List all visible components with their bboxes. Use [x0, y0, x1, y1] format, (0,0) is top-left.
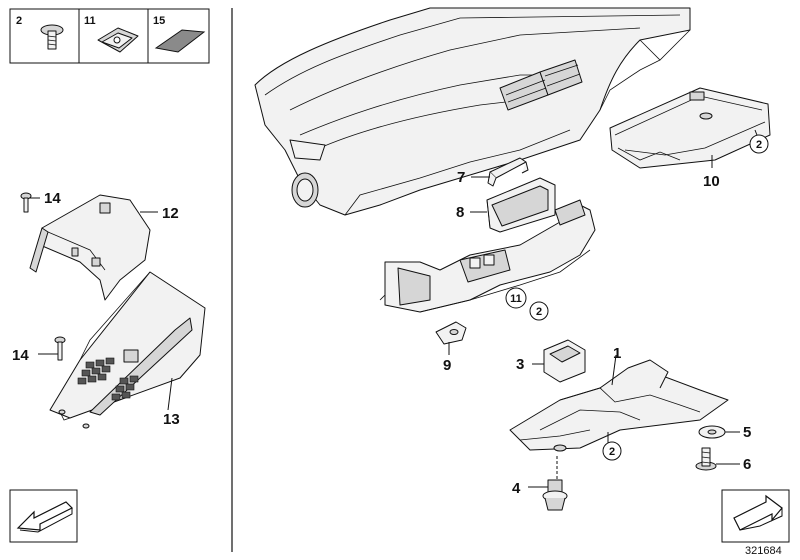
- glovebox-panel-drawing: [609, 87, 771, 169]
- callout-14-lower: 14: [12, 347, 29, 364]
- svg-text:11: 11: [510, 293, 522, 305]
- screw-icon: [40, 24, 64, 50]
- circled-ref-2-tray: 2: [602, 441, 622, 461]
- direction-arrow-right-box: [721, 489, 790, 543]
- lower-cover-part-13: [49, 271, 206, 429]
- leader-lines: [29, 129, 761, 488]
- lower-dash-trim-drawing: [379, 199, 596, 313]
- callout-14-upper: 14: [44, 190, 61, 207]
- callout-12: 12: [162, 205, 179, 222]
- callout-7: 7: [457, 169, 465, 186]
- screw-part-6: [695, 447, 717, 471]
- screw-part-14-upper: [20, 192, 32, 213]
- socket-part-3: [543, 339, 586, 383]
- callout-5: 5: [743, 424, 751, 441]
- callout-8: 8: [456, 204, 464, 221]
- clip-part-9: [435, 321, 467, 345]
- callout-9: 9: [443, 357, 451, 374]
- floor-tray-part-1: [509, 359, 729, 452]
- circled-ref-11-trim: 11: [505, 287, 527, 309]
- svg-text:2: 2: [609, 446, 615, 458]
- callout-4: 4: [512, 480, 521, 497]
- screw-part-14-lower: [54, 336, 66, 361]
- foam-pad-icon: [154, 29, 206, 53]
- strip-part-7: [487, 157, 529, 187]
- direction-arrow-left-box: [9, 489, 78, 543]
- callout-6: 6: [743, 456, 751, 473]
- washer-part-5: [698, 425, 726, 439]
- legend-number-15: 15: [153, 15, 165, 27]
- callout-10: 10: [703, 173, 720, 190]
- clip-nut-icon: [97, 27, 139, 53]
- legend-number-2: 2: [16, 15, 22, 27]
- dashboard-drawing: [254, 7, 691, 216]
- circled-ref-2-glovebox: 2: [749, 134, 769, 154]
- legend-table: 2 11 15: [9, 8, 210, 64]
- bracket-part-8: [486, 177, 556, 233]
- legend-number-11: 11: [84, 15, 96, 27]
- circled-ref-2-trim: 2: [529, 301, 549, 321]
- fastener-part-4: [542, 479, 568, 511]
- upper-cover-part-12: [29, 194, 151, 301]
- svg-text:2: 2: [756, 139, 762, 151]
- callout-3: 3: [516, 356, 524, 373]
- diagram-number: 321684: [745, 545, 782, 557]
- svg-text:2: 2: [536, 306, 542, 318]
- callout-1: 1: [613, 345, 621, 362]
- callout-13: 13: [163, 411, 180, 428]
